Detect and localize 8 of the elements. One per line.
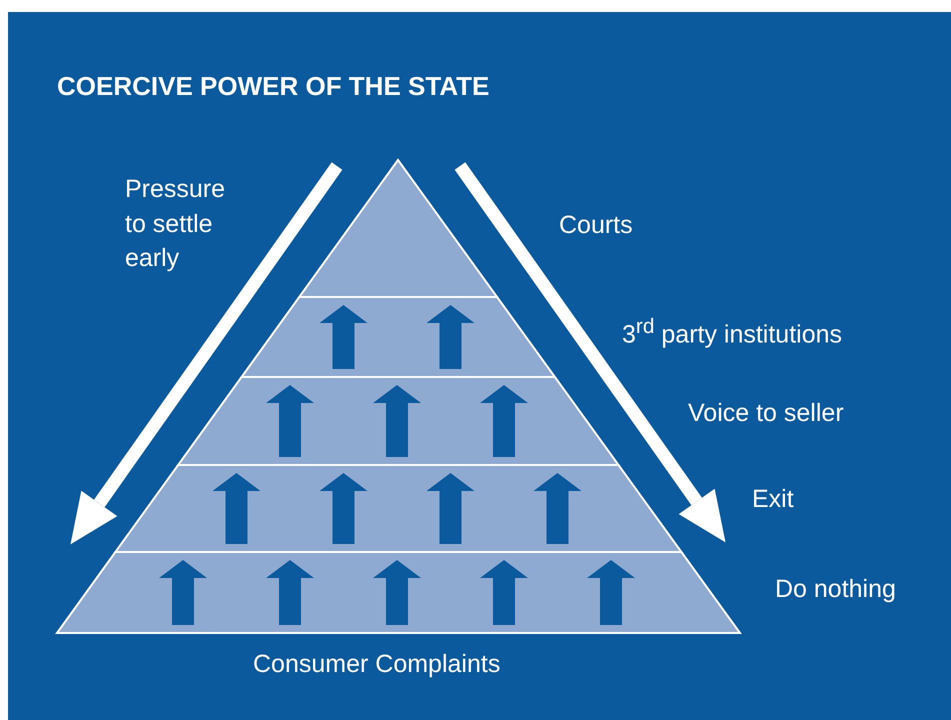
base-label: Consumer Complaints: [253, 649, 500, 680]
tier-label: Exit: [752, 484, 794, 515]
title: COERCIVE POWER OF THE STATE: [57, 70, 490, 103]
tier-label: Voice to seller: [688, 398, 844, 429]
direction-label: Pressure to settle early: [125, 174, 226, 274]
tier-label: Courts: [559, 210, 633, 241]
tier-label: Do nothing: [775, 574, 896, 605]
tier-label: 3$^{rd}$ party institutions: [622, 314, 842, 350]
